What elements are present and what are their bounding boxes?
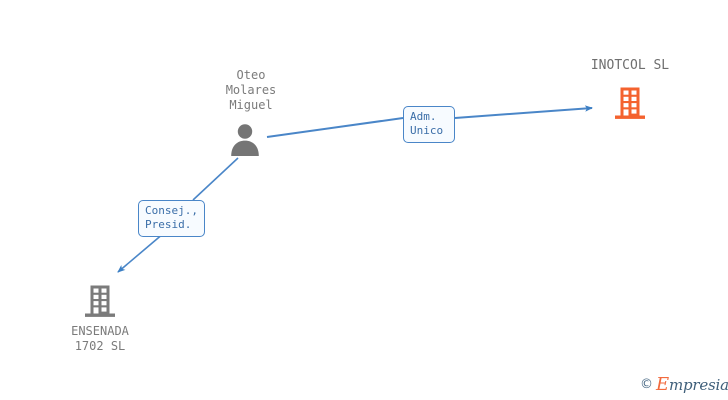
edge-line-person-to-consej	[192, 157, 239, 201]
copyright-icon: ©	[640, 377, 653, 392]
watermark-empresia: © Empresia	[640, 374, 728, 395]
watermark-brand: Empresia	[656, 374, 728, 395]
edge-line-adm-to-inotcol	[454, 105, 593, 119]
node-label-company-inotcol: INOTCOL SL	[590, 58, 670, 73]
watermark-brand-rest: mpresia	[668, 376, 728, 394]
building-icon-ensenada[interactable]	[82, 283, 118, 319]
edge-label-consej-presid[interactable]: Consej., Presid.	[138, 200, 205, 237]
watermark-brand-initial: E	[656, 374, 669, 395]
node-label-company-ensenada: ENSENADA 1702 SL	[71, 324, 129, 353]
edge-line-person-to-adm	[266, 117, 404, 138]
person-icon[interactable]	[228, 122, 262, 156]
node-label-person-oteo: Oteo Molares Miguel	[225, 68, 277, 112]
edge-label-adm-unico[interactable]: Adm. Unico	[403, 106, 455, 143]
edge-line-consej-to-ensenada	[117, 232, 165, 273]
building-icon-inotcol[interactable]	[612, 85, 648, 121]
